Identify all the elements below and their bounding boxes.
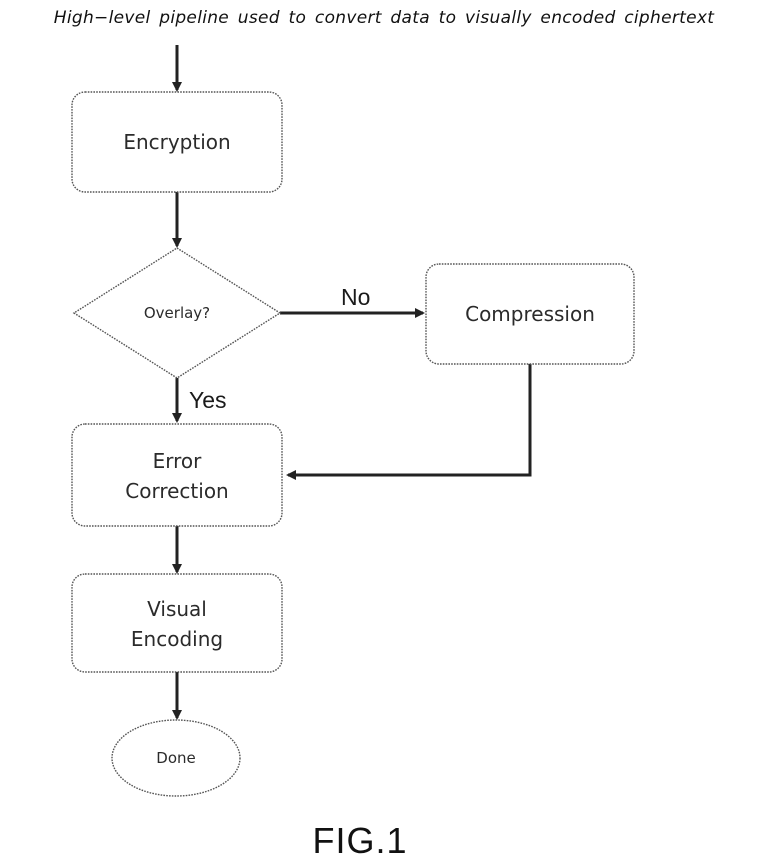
node-compression-label: Compression (465, 302, 595, 326)
node-visual-encoding-line1: Visual (147, 597, 207, 621)
node-done-label: Done (156, 749, 195, 767)
node-visual-encoding: Visual Encoding (71, 573, 283, 673)
node-error-correction-line2: Correction (125, 479, 228, 503)
node-encryption: Encryption (71, 91, 283, 193)
diagram-title: High−level pipeline used to convert data… (53, 8, 715, 28)
node-overlay-decision: Overlay? (72, 247, 282, 379)
node-encryption-label: Encryption (123, 130, 230, 154)
node-compression: Compression (425, 263, 635, 365)
figure-label: FIG.1 (312, 820, 408, 861)
edge-label-yes: Yes (189, 387, 227, 413)
node-overlay-label: Overlay? (144, 304, 210, 322)
node-error-correction: Error Correction (71, 423, 283, 527)
node-visual-encoding-line2: Encoding (131, 627, 223, 651)
edge-compression-to-error-correction (286, 364, 532, 480)
node-done: Done (111, 719, 241, 797)
edge-label-no: No (341, 284, 370, 310)
flowchart: No Yes Encryption Overlay? Compression E… (71, 45, 635, 797)
node-error-correction-line1: Error (153, 449, 203, 473)
